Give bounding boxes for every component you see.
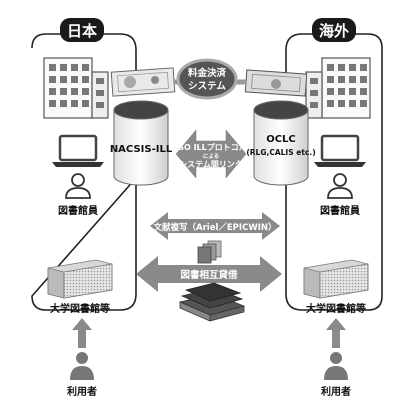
right-title: 海外 [319, 22, 349, 40]
copy-label: 文献複写（Ariel／EPICWIN） [154, 222, 277, 233]
right-library-icon [303, 259, 369, 299]
yen-banknote-icon [110, 67, 176, 97]
oclc-sublabel: (RLG,CALIS etc.) [246, 148, 315, 157]
payment-system-line2: システム [188, 81, 226, 92]
left-user-arrow [72, 318, 92, 348]
left-title-badge: 日本 [60, 18, 104, 42]
right-building-icon [305, 57, 371, 119]
left-user-icon [70, 352, 94, 380]
left-region [31, 33, 137, 311]
foreign-banknote-icon [244, 69, 308, 97]
left-library-label: 大学図書館等 [50, 302, 110, 315]
left-librarian-icon [65, 173, 91, 199]
left-building-icon [43, 57, 109, 119]
loan-label: 図書相互貸借 [180, 269, 238, 281]
right-user-label: 利用者 [321, 385, 351, 398]
left-librarian-label: 図書館員 [58, 204, 98, 217]
right-librarian-label: 図書館員 [320, 204, 360, 217]
left-region-frame [31, 33, 137, 311]
right-title-badge: 海外 [312, 18, 356, 42]
nacsis-label: NACSIS-ILL [110, 144, 173, 155]
copy-arrow [150, 212, 280, 240]
left-library-icon [47, 259, 113, 299]
right-librarian-icon [327, 173, 353, 199]
oclc-database-icon [253, 100, 309, 186]
left-user-label: 利用者 [67, 385, 97, 398]
right-region [285, 33, 383, 311]
oclc-label: OCLC [266, 134, 296, 145]
book-stack-icon [178, 282, 246, 322]
payment-system-badge [176, 58, 238, 100]
right-laptop-icon [314, 134, 366, 167]
iso-link-line2: による [203, 153, 219, 160]
iso-link-arrow [175, 129, 247, 179]
right-user-icon [324, 352, 348, 380]
document-copy-icon [197, 240, 222, 264]
right-library-label: 大学図書館等 [306, 302, 366, 315]
iso-link-line3: システム間リンク [179, 159, 243, 169]
payment-system: 料金決済 システム [174, 58, 246, 100]
payment-system-line1: 料金決済 [188, 67, 227, 79]
iso-link-line1: ISO ILLプロトコル [175, 142, 247, 152]
loan-arrow [136, 256, 282, 292]
nacsis-database-icon [113, 100, 169, 186]
left-title: 日本 [67, 22, 97, 40]
right-region-frame [285, 33, 383, 311]
right-user-arrow [326, 318, 346, 348]
left-laptop-icon [52, 134, 104, 167]
